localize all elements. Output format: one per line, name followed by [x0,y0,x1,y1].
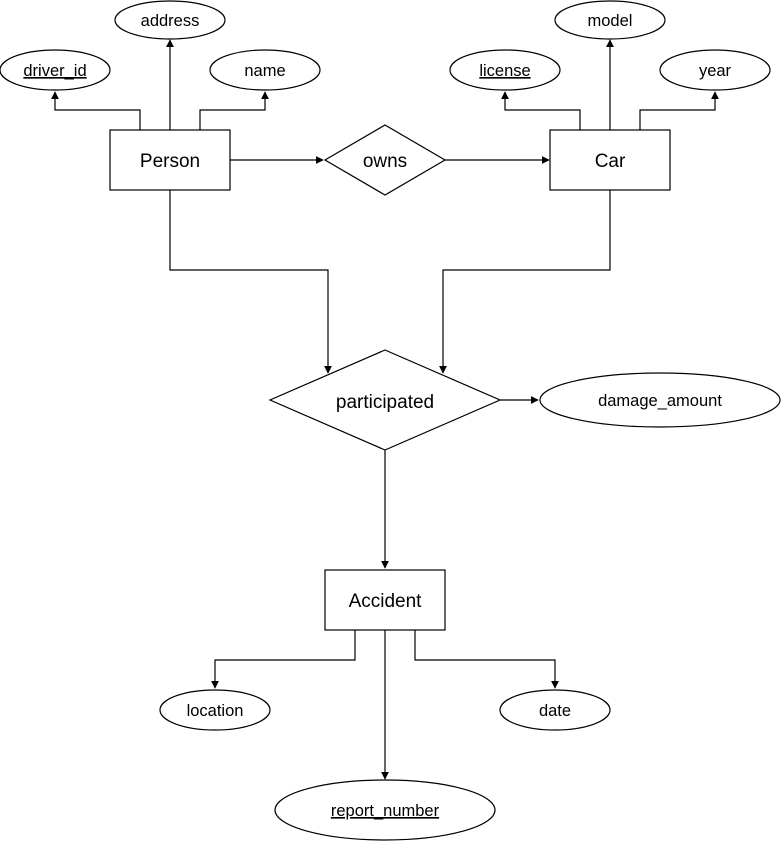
attribute-license: license [449,49,561,91]
entity-car-label: Car [595,151,626,172]
edge-car-participated [439,190,611,374]
attribute-license-label: license [479,62,530,80]
edge-person-participated [169,190,332,374]
attribute-year: year [659,49,771,91]
edge-car-year [639,91,719,130]
attribute-name-label: name [244,62,285,80]
edge-accident-location [211,630,356,689]
relationship-participated-label: participated [336,392,434,413]
attribute-location-label: location [187,702,244,720]
entity-person: Person [109,129,231,191]
attribute-damage-amount-label: damage_amount [598,392,722,410]
edge-car-license [501,91,581,130]
edge-person-driver-id [51,91,141,130]
relationship-participated: participated [268,349,502,451]
attribute-damage-amount: damage_amount [539,372,781,428]
attribute-model-label: model [588,12,633,30]
attribute-date: date [499,689,611,731]
attribute-report-number-label: report_number [331,802,440,820]
relationship-owns-label: owns [363,151,407,172]
attribute-report-number: report_number [274,779,496,841]
edge-accident-date [414,630,559,689]
entity-accident-label: Accident [349,591,423,612]
entity-car: Car [549,129,671,191]
entity-accident: Accident [324,569,446,631]
attribute-model: model [554,0,666,40]
attribute-date-label: date [539,702,571,720]
attribute-name: name [209,49,321,91]
attribute-driver-id-label: driver_id [23,62,86,80]
edge-person-name [199,91,269,130]
attribute-driver-id: driver_id [0,49,111,91]
attribute-location: location [159,689,271,731]
attribute-address: address [114,0,226,40]
relationship-owns: owns [323,124,447,196]
attribute-year-label: year [699,62,732,80]
entity-person-label: Person [140,151,200,172]
attribute-address-label: address [141,12,200,30]
